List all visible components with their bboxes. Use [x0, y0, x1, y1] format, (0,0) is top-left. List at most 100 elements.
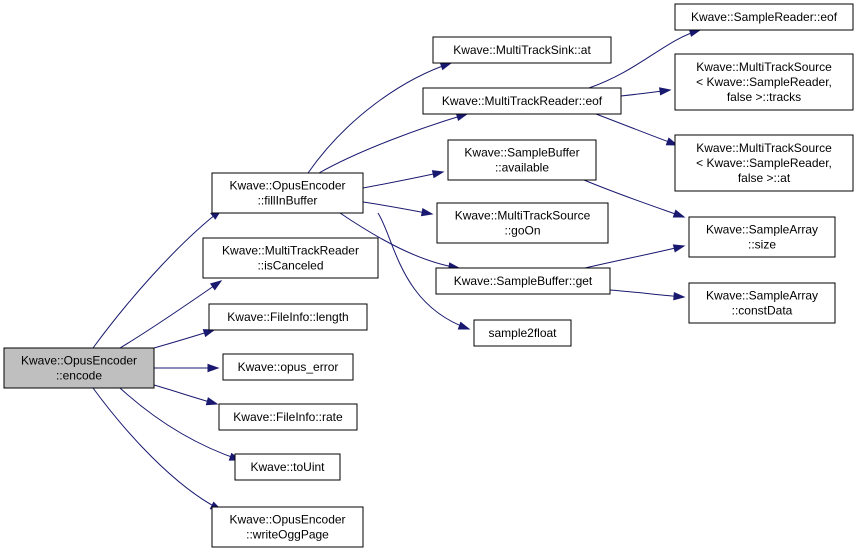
- node-label: Kwave::FileInfo::rate: [233, 410, 343, 424]
- node-label: Kwave::opus_error: [238, 360, 339, 374]
- edge-line: [588, 29, 701, 89]
- edge-line: [362, 171, 444, 189]
- node-label: Kwave::OpusEncoder: [229, 513, 345, 527]
- node-arrayConstData[interactable]: Kwave::SampleArray::constData: [688, 282, 836, 324]
- node-label: ::available: [495, 161, 549, 175]
- node-label: Kwave::SampleBuffer: [464, 146, 579, 160]
- node-label: Kwave::MultiTrackSource: [455, 209, 591, 223]
- edge-readerEof-to-sourceAt: [595, 113, 679, 146]
- node-box: [211, 172, 364, 214]
- node-arraySize[interactable]: Kwave::SampleArray::size: [688, 216, 836, 258]
- node-box: [674, 53, 854, 111]
- edge-arrowhead: [672, 209, 686, 218]
- edge-encode-to-writeOggPage: [92, 387, 223, 511]
- node-label: Kwave::MultiTrackSource: [696, 141, 832, 155]
- edge-line: [583, 179, 685, 218]
- node-sampleReaderEof[interactable]: Kwave::SampleReader::eof: [674, 3, 854, 31]
- node-box: [208, 303, 368, 331]
- node-box: [3, 347, 155, 389]
- node-box: [218, 403, 358, 431]
- edge-fillInBuffer-to-readerEof: [318, 112, 469, 174]
- edge-line: [595, 113, 678, 146]
- node-sourceAt[interactable]: Kwave::MultiTrackSource< Kwave::SampleRe…: [674, 134, 854, 192]
- node-fileinfoRate[interactable]: Kwave::FileInfo::rate: [218, 403, 358, 431]
- edge-arrowhead: [205, 397, 219, 406]
- edge-line: [92, 387, 222, 511]
- node-box: [432, 36, 612, 64]
- edge-fillInBuffer-to-sourceGoOn: [362, 201, 434, 217]
- node-label: Kwave::toUint: [250, 460, 325, 474]
- node-label: ::size: [748, 238, 776, 252]
- node-bufGet[interactable]: Kwave::SampleBuffer::get: [435, 267, 611, 295]
- edge-line: [92, 209, 222, 349]
- edge-line: [119, 280, 222, 349]
- edge-bufGet-to-arraySize: [584, 244, 686, 269]
- edge-encode-to-fileinfoRate: [153, 384, 219, 406]
- edge-arrowhead: [202, 329, 216, 338]
- edge-encode-to-opusError: [154, 363, 220, 373]
- edge-fillInBuffer-to-bufAvailable: [362, 170, 445, 189]
- node-box: [447, 139, 597, 181]
- edge-encode-to-isCanceled: [119, 280, 223, 349]
- edge-bufAvailable-to-arraySize: [583, 179, 686, 218]
- edge-readerEof-to-sourceTracks: [620, 87, 672, 97]
- edge-arrowhead: [457, 321, 471, 330]
- node-label: ::constData: [732, 304, 793, 318]
- node-sourceGoOn[interactable]: Kwave::MultiTrackSource::goOn: [436, 202, 609, 244]
- edge-encode-to-fileinfoLength: [153, 329, 216, 349]
- node-box: [688, 216, 836, 258]
- edge-arrowhead: [659, 87, 672, 96]
- node-label: Kwave::FileInfo::length: [227, 310, 348, 324]
- edge-encode-to-fillInBuffer: [92, 209, 223, 349]
- node-writeOggPage[interactable]: Kwave::OpusEncoder::writeOggPage: [211, 506, 364, 548]
- edge-line: [307, 62, 452, 174]
- edge-line: [584, 245, 685, 269]
- edge-line: [377, 212, 470, 330]
- edge-arrowhead: [207, 363, 220, 373]
- edge-line: [362, 201, 433, 215]
- edge-line: [119, 387, 241, 461]
- edge-fillInBuffer-to-sample2float: [377, 212, 471, 330]
- edge-arrowhead: [431, 170, 445, 179]
- node-isCanceled[interactable]: Kwave::MultiTrackReader::isCanceled: [202, 237, 379, 279]
- edge-arrowhead: [665, 137, 679, 146]
- edge-arrowhead: [673, 291, 686, 301]
- node-box: [211, 506, 364, 548]
- node-readerEof[interactable]: Kwave::MultiTrackReader::eof: [422, 87, 622, 115]
- edge-arrowhead: [672, 244, 686, 253]
- node-sample2float[interactable]: sample2float: [473, 319, 572, 347]
- node-encode[interactable]: Kwave::OpusEncoder::encode: [3, 347, 155, 389]
- node-label: Kwave::SampleArray: [706, 289, 818, 303]
- node-label: < Kwave::SampleReader,: [696, 75, 832, 89]
- edge-line: [318, 113, 468, 174]
- edge-line: [609, 289, 685, 298]
- node-fillInBuffer[interactable]: Kwave::OpusEncoder::fillInBuffer: [211, 172, 364, 214]
- node-label: sample2float: [488, 326, 557, 340]
- node-sourceTracks[interactable]: Kwave::MultiTrackSource< Kwave::SampleRe…: [674, 53, 854, 111]
- node-sinkAt[interactable]: Kwave::MultiTrackSink::at: [432, 36, 612, 64]
- node-box: [674, 3, 854, 31]
- node-opusError[interactable]: Kwave::opus_error: [222, 353, 354, 381]
- node-label: Kwave::MultiTrackSink::at: [453, 43, 591, 57]
- node-toUint[interactable]: Kwave::toUint: [234, 453, 341, 481]
- node-label: Kwave::OpusEncoder: [21, 354, 137, 368]
- node-box: [422, 87, 622, 115]
- node-box: [436, 202, 609, 244]
- node-label: ::goOn: [504, 224, 540, 238]
- edge-arrowhead: [420, 207, 434, 217]
- node-box: [435, 267, 611, 295]
- node-box: [674, 134, 854, 192]
- node-fileinfoLength[interactable]: Kwave::FileInfo::length: [208, 303, 368, 331]
- node-label: Kwave::MultiTrackReader: [222, 244, 359, 258]
- node-label: Kwave::SampleBuffer::get: [454, 274, 593, 288]
- node-label: false >::at: [738, 171, 791, 185]
- node-bufAvailable[interactable]: Kwave::SampleBuffer::available: [447, 139, 597, 181]
- node-box: [688, 282, 836, 324]
- node-label: ::writeOggPage: [246, 528, 329, 542]
- node-label: ::fillInBuffer: [258, 194, 318, 208]
- node-box: [202, 237, 379, 279]
- edge-arrowhead: [209, 280, 223, 291]
- node-label: Kwave::MultiTrackReader::eof: [442, 94, 603, 108]
- node-label: ::encode: [56, 369, 102, 383]
